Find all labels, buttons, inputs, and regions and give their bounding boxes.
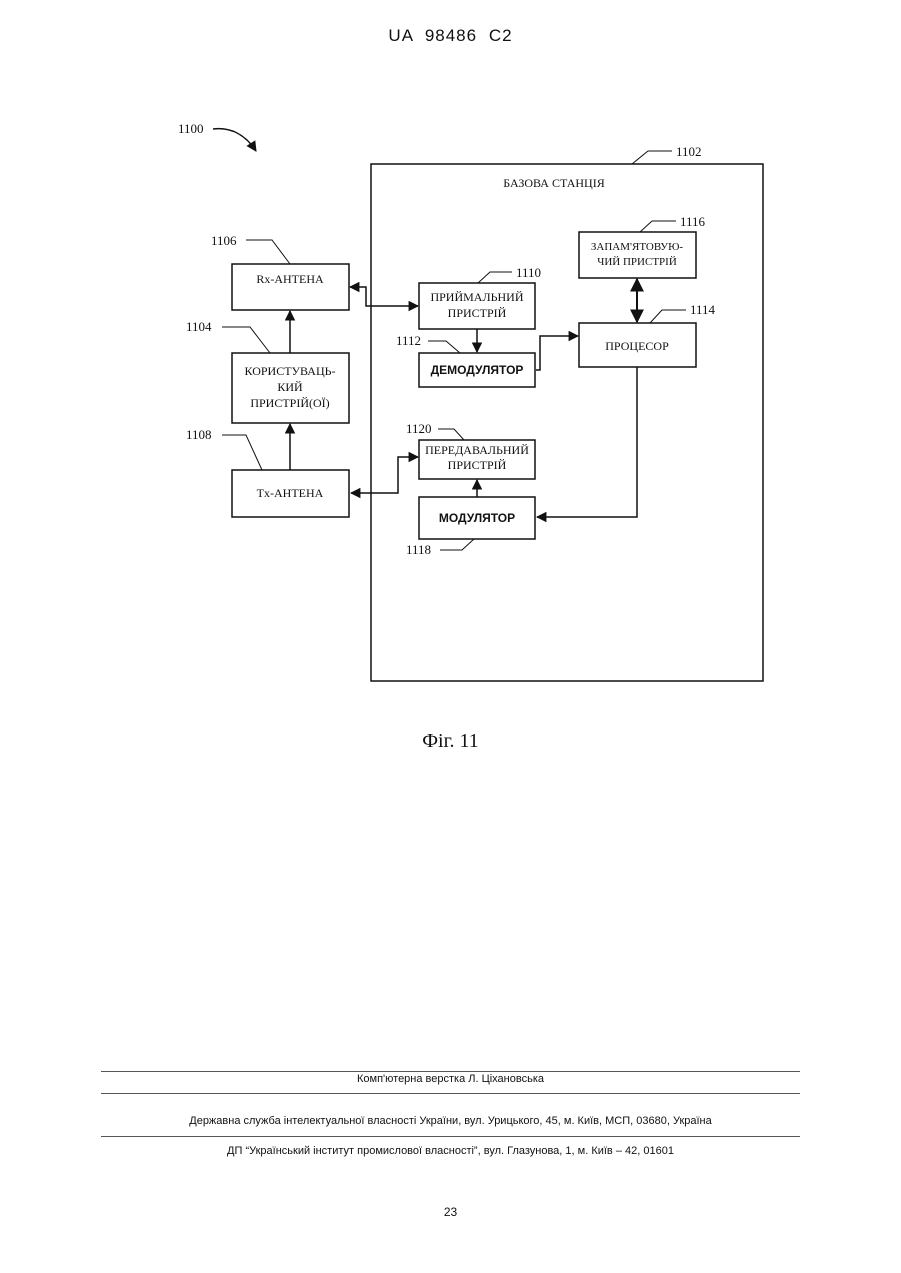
memory-label-1: ЗАПАМ'ЯТОВУЮ- <box>591 241 683 253</box>
footer-rule-middle <box>101 1093 800 1094</box>
base-station-label: БАЗОВА СТАНЦІЯ <box>503 176 604 190</box>
ref-1102-leader <box>632 151 672 164</box>
ref-1100-leader <box>213 129 256 151</box>
ref-1116-leader <box>640 221 676 232</box>
arrow-demodulator-to-processor <box>536 336 578 370</box>
ref-1106-leader <box>246 240 290 264</box>
arrow-processor-to-modulator <box>537 367 637 517</box>
ref-1118-leader <box>440 539 474 550</box>
user-device-label-2: КИЙ <box>277 380 303 394</box>
receiver-label-1: ПРИЙМАЛЬНИЙ <box>430 290 523 304</box>
ref-1114: 1114 <box>690 302 716 317</box>
user-device-label-1: КОРИСТУВАЦЬ- <box>244 364 335 378</box>
ref-1120: 1120 <box>406 421 432 436</box>
ref-1104: 1104 <box>186 319 212 334</box>
ref-1102: 1102 <box>676 144 702 159</box>
rx-antenna-label: Rx-АНТЕНА <box>256 272 324 286</box>
page-number: 23 <box>0 1205 901 1219</box>
ref-1110-leader <box>478 272 512 283</box>
ref-1112-leader <box>428 341 460 353</box>
footer-agency: Державна служба інтелектуальної власност… <box>0 1115 901 1127</box>
ref-1106: 1106 <box>211 233 237 248</box>
memory-block <box>579 232 696 278</box>
rx-antenna-block <box>232 264 349 310</box>
ref-1112: 1112 <box>396 333 421 348</box>
footer-institute: ДП “Український інститут промислової вла… <box>0 1145 901 1157</box>
processor-label: ПРОЦЕСОР <box>605 339 669 353</box>
footer-rule-top <box>101 1071 800 1072</box>
figure-caption: Фіг. 11 <box>0 730 901 753</box>
arrow-transmitter-to-tx <box>351 457 418 493</box>
ref-1120-leader <box>438 429 464 440</box>
transmitter-label-1: ПЕРЕДАВАЛЬНИЙ <box>425 443 529 457</box>
transmitter-label-2: ПРИСТРІЙ <box>448 458 507 472</box>
arrow-rx-to-receiver <box>350 287 418 306</box>
footer-typesetting: Комп'ютерна верстка Л. Ціхановська <box>0 1073 901 1085</box>
user-device-label-3: ПРИСТРІЙ(ОЇ) <box>250 396 329 410</box>
ref-1100: 1100 <box>178 121 204 136</box>
demodulator-label: ДЕМОДУЛЯТОР <box>431 363 524 377</box>
block-diagram: 1100 1102 БАЗОВА СТАНЦІЯ Rx-АНТЕНА 1106 … <box>0 0 901 720</box>
ref-1108: 1108 <box>186 427 212 442</box>
tx-antenna-label: Tx-АНТЕНА <box>257 486 324 500</box>
ref-1118: 1118 <box>406 542 431 557</box>
ref-1116: 1116 <box>680 214 706 229</box>
receiver-label-2: ПРИСТРІЙ <box>448 306 507 320</box>
ref-1114-leader <box>650 310 686 323</box>
ref-1110: 1110 <box>516 265 541 280</box>
ref-1108-leader <box>222 435 262 470</box>
ref-1104-leader <box>222 327 270 353</box>
memory-label-2: ЧИЙ ПРИСТРІЙ <box>597 256 677 268</box>
footer-rule-bottom <box>101 1136 800 1137</box>
modulator-label: МОДУЛЯТОР <box>439 511 515 525</box>
